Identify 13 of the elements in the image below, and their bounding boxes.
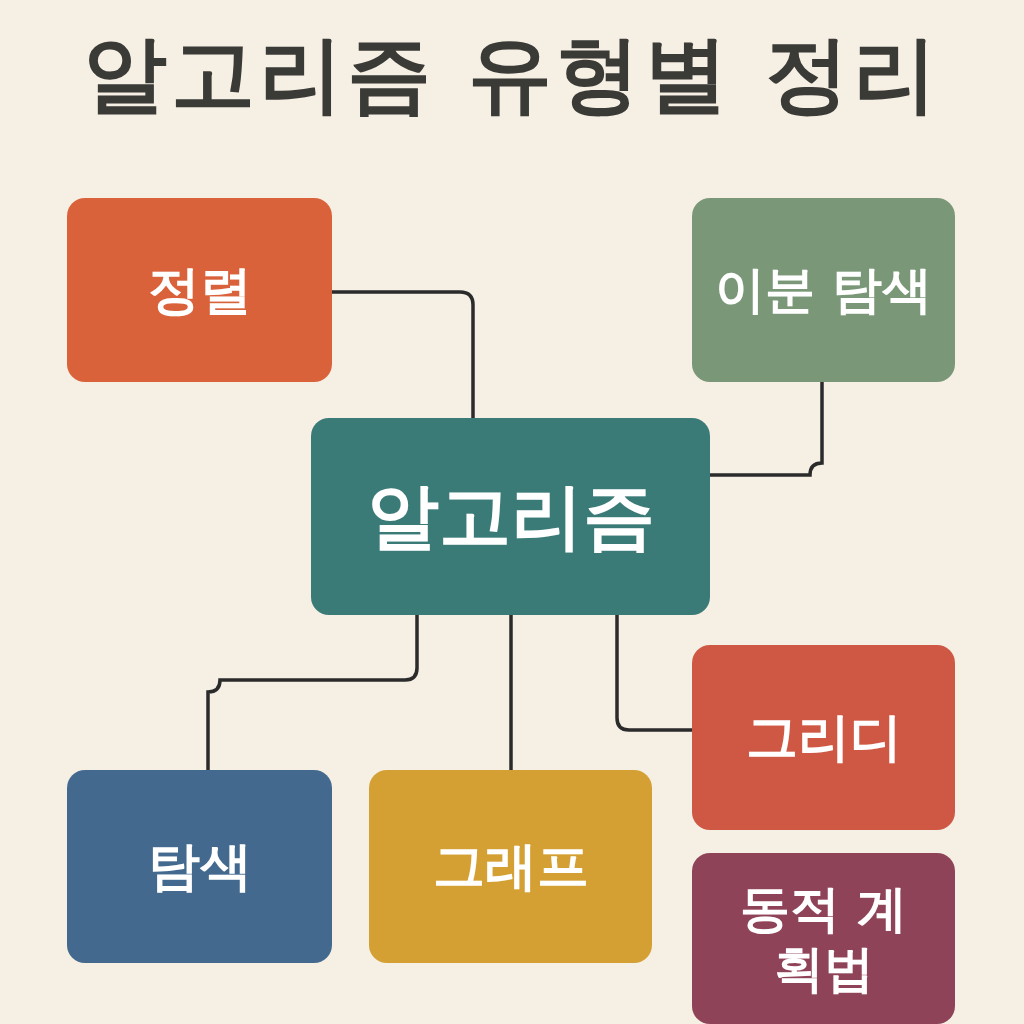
center-box: 알고리즘 (311, 418, 710, 615)
category-box: 탐색 (67, 770, 332, 963)
connector-line (332, 290, 475, 418)
connector-line (615, 615, 692, 732)
category-box: 그래프 (369, 770, 652, 963)
title: 알고리즘 유형별 정리 (81, 24, 943, 125)
category-box: 이분 탐색 (692, 198, 955, 382)
connector-line (509, 615, 513, 770)
connector-line (206, 615, 419, 770)
category-box: 그리디 (692, 645, 955, 830)
connector-line (710, 382, 824, 477)
category-box: 동적 계획법 (692, 853, 955, 1024)
category-box: 정렬 (67, 198, 332, 382)
